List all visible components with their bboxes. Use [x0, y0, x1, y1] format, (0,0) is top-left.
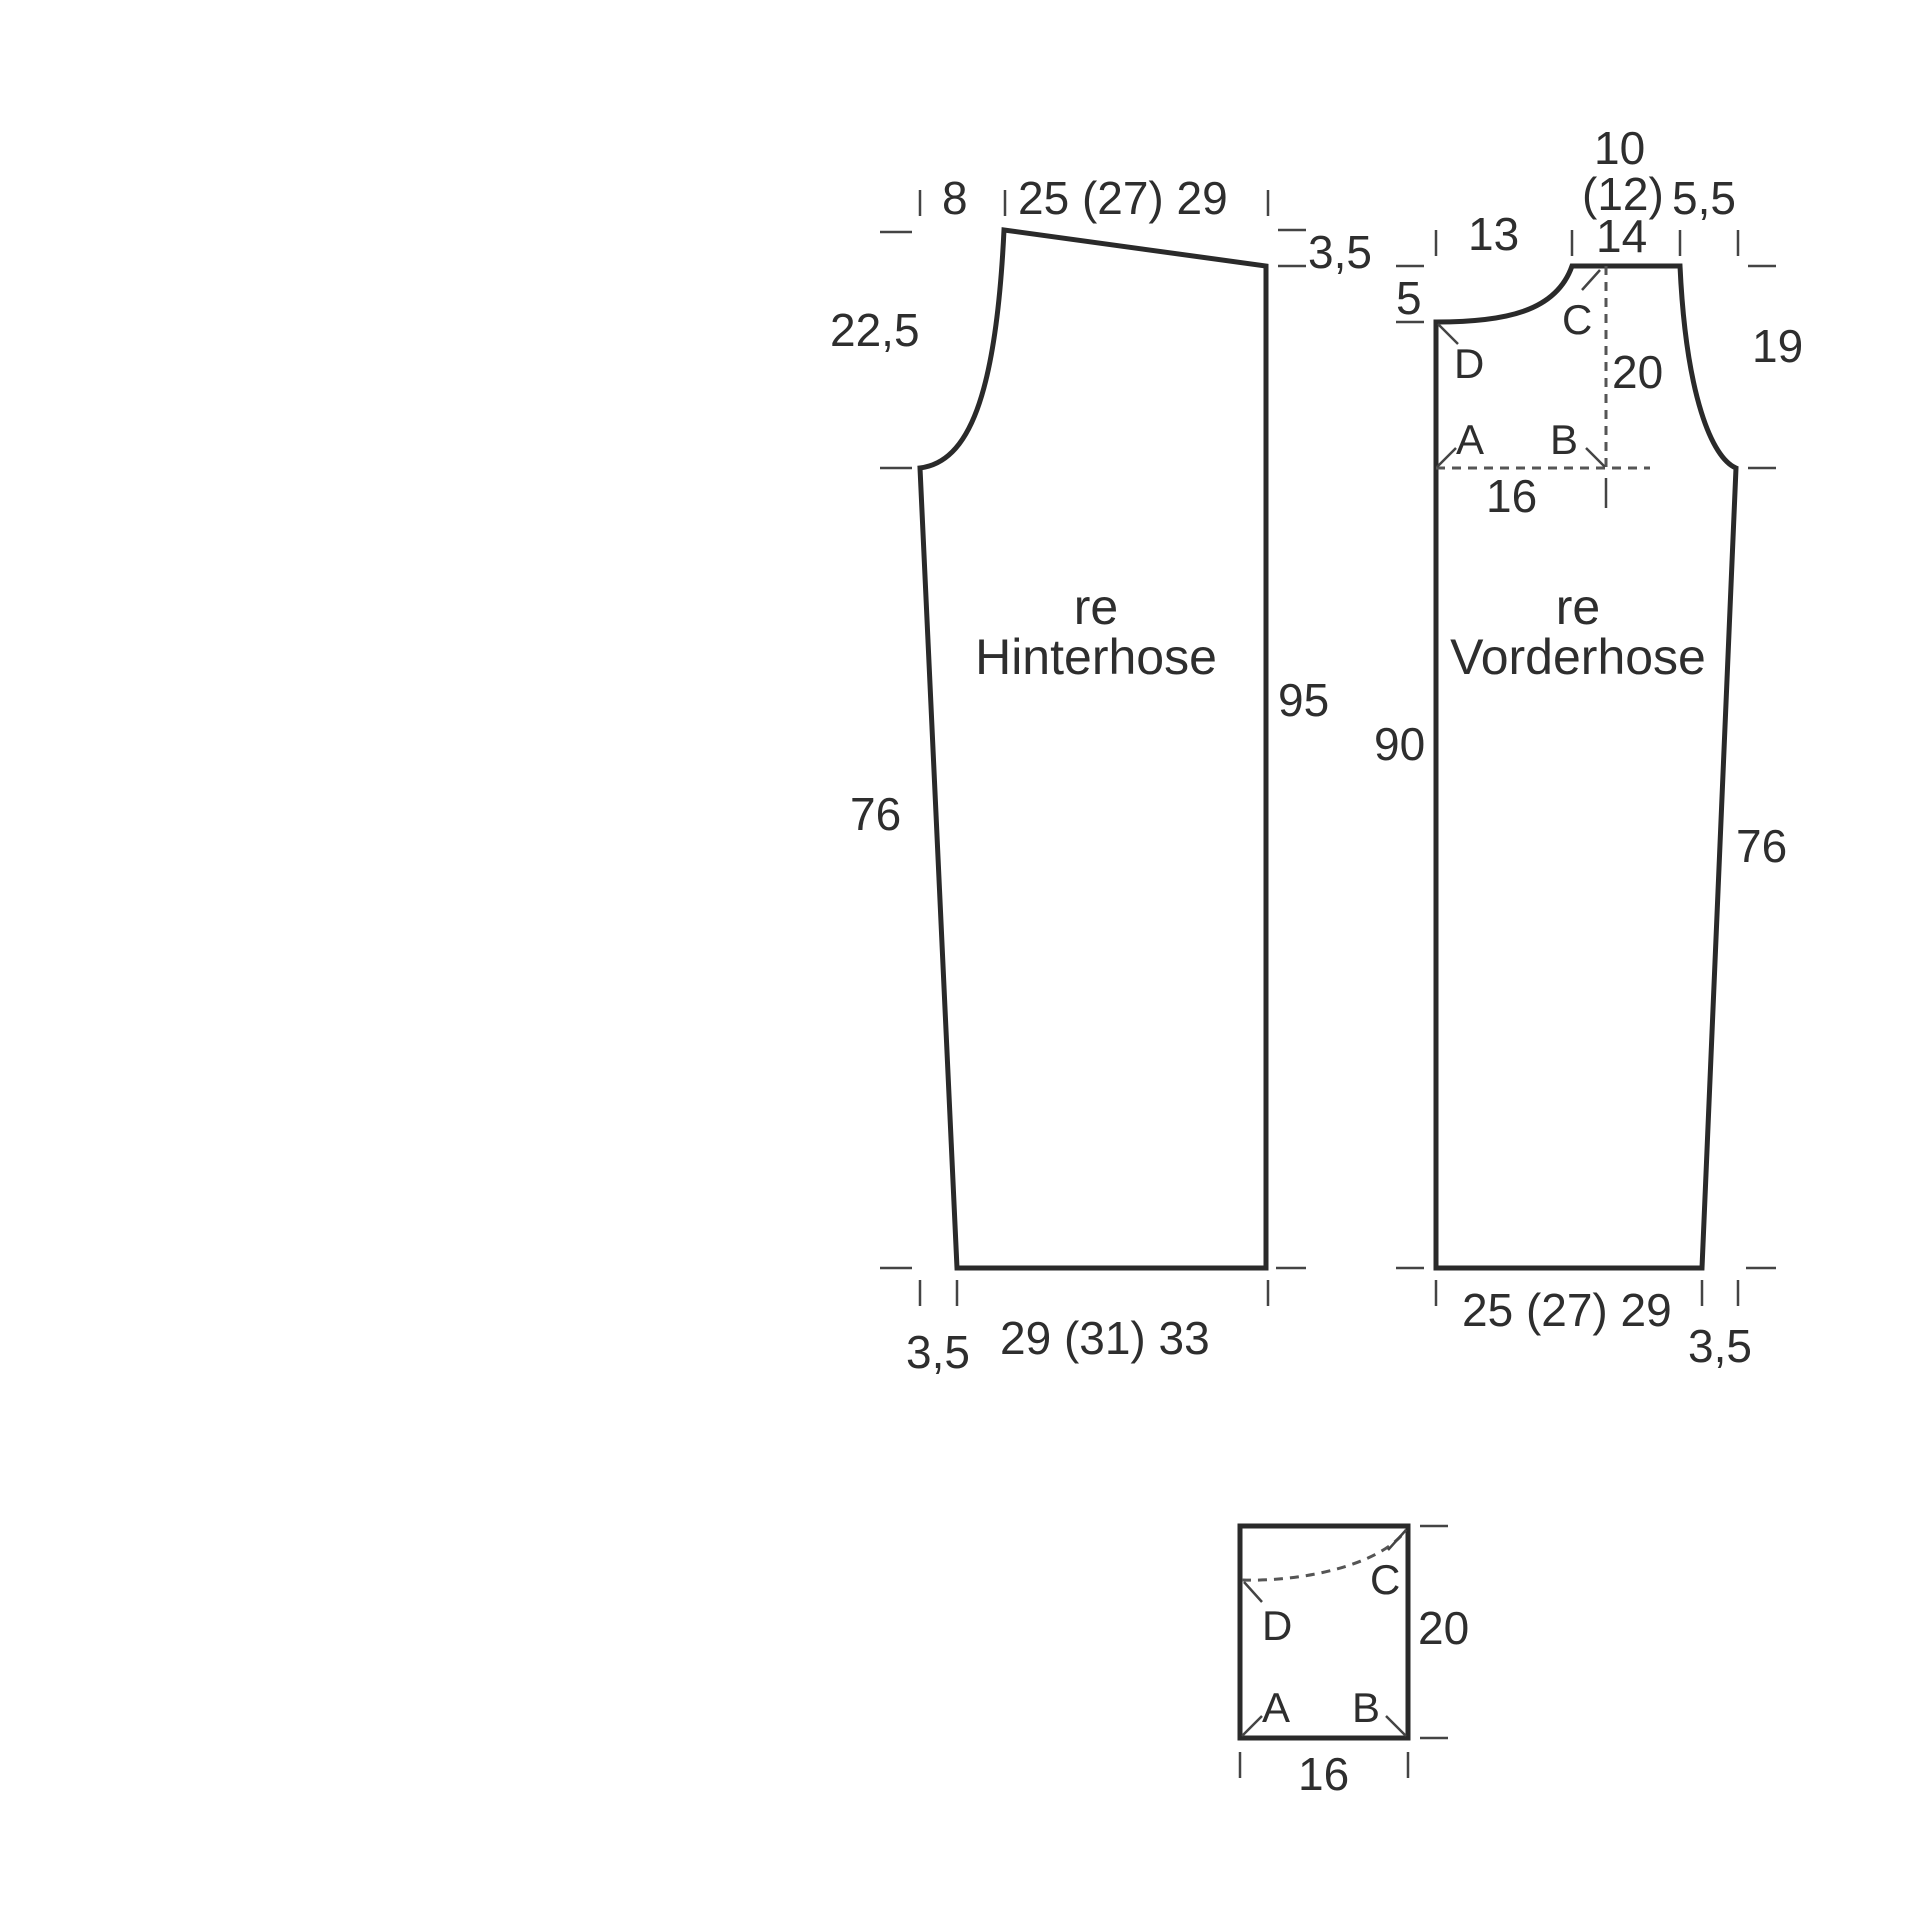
- front-top-middle-dim-line2: (12): [1582, 168, 1664, 220]
- gusset-point-b: B: [1352, 1684, 1380, 1731]
- gusset-dashed-curve: [1241, 1529, 1408, 1582]
- front-left-length-dim: 90: [1374, 718, 1425, 770]
- front-guide-vertical-dim: 20: [1612, 346, 1663, 398]
- front-piece-label-line2: Vorderhose: [1450, 629, 1706, 685]
- point-marker-b: [1585, 447, 1606, 468]
- point-marker-d: [1243, 1581, 1263, 1603]
- front-bottom-offset-dim: 3,5: [1688, 1320, 1752, 1372]
- front-point-c: C: [1562, 296, 1592, 343]
- point-marker-a: [1241, 1715, 1263, 1737]
- back-top-left-dim: 8: [942, 172, 968, 224]
- point-marker-d: [1437, 323, 1459, 345]
- gusset-outline: [1237, 1523, 1411, 1741]
- back-top-width-dim: 25 (27) 29: [1018, 172, 1228, 224]
- gusset-point-c: C: [1370, 1556, 1400, 1603]
- front-point-b: B: [1550, 416, 1578, 463]
- back-crotch-height-dim: 22,5: [830, 304, 920, 356]
- front-top-middle-dim-line1: 10: [1594, 122, 1645, 174]
- front-guide-horizontal-dim: 16: [1486, 470, 1537, 522]
- back-top-drop-dim: 3,5: [1308, 226, 1372, 278]
- gusset-point-a: A: [1262, 1684, 1290, 1731]
- point-marker-c: [1387, 1529, 1407, 1551]
- front-piece-outline: [1433, 263, 1739, 1271]
- front-top-right-dim: 5,5: [1672, 172, 1736, 224]
- back-piece: 8 25 (27) 29 3,5 22,5 95 76 3,5 29 (31) …: [830, 172, 1372, 1378]
- back-piece-outline: [917, 227, 1269, 1271]
- front-piece-label-line1: re: [1556, 579, 1600, 635]
- front-top-middle-dim-line3: 14: [1596, 210, 1647, 262]
- gusset-piece: A B C D 20 16: [1237, 1523, 1469, 1800]
- back-piece-label-line1: re: [1074, 579, 1118, 635]
- point-marker-a: [1436, 447, 1457, 468]
- back-bottom-offset-dim: 3,5: [906, 1326, 970, 1378]
- back-right-length-dim: 95: [1278, 674, 1329, 726]
- front-point-d: D: [1454, 340, 1484, 387]
- back-left-length-dim: 76: [850, 788, 901, 840]
- point-marker-b: [1385, 1715, 1407, 1737]
- gusset-width-dim: 16: [1298, 1748, 1349, 1800]
- front-bottom-width-dim: 25 (27) 29: [1462, 1284, 1672, 1336]
- back-piece-label-line2: Hinterhose: [975, 629, 1217, 685]
- front-right-height-dim: 19: [1752, 320, 1803, 372]
- front-right-length-dim: 76: [1736, 820, 1787, 872]
- gusset-point-d: D: [1262, 1602, 1292, 1649]
- front-piece: A B C D 13 10 (12) 14 5,5 5 19 20 16 90 …: [1374, 122, 1803, 1372]
- front-left-drop-dim: 5: [1396, 272, 1422, 324]
- front-point-a: A: [1456, 416, 1484, 463]
- back-bottom-width-dim: 29 (31) 33: [1000, 1312, 1210, 1364]
- gusset-height-dim: 20: [1418, 1602, 1469, 1654]
- point-marker-c: [1581, 269, 1601, 291]
- front-top-left-dim: 13: [1468, 208, 1519, 260]
